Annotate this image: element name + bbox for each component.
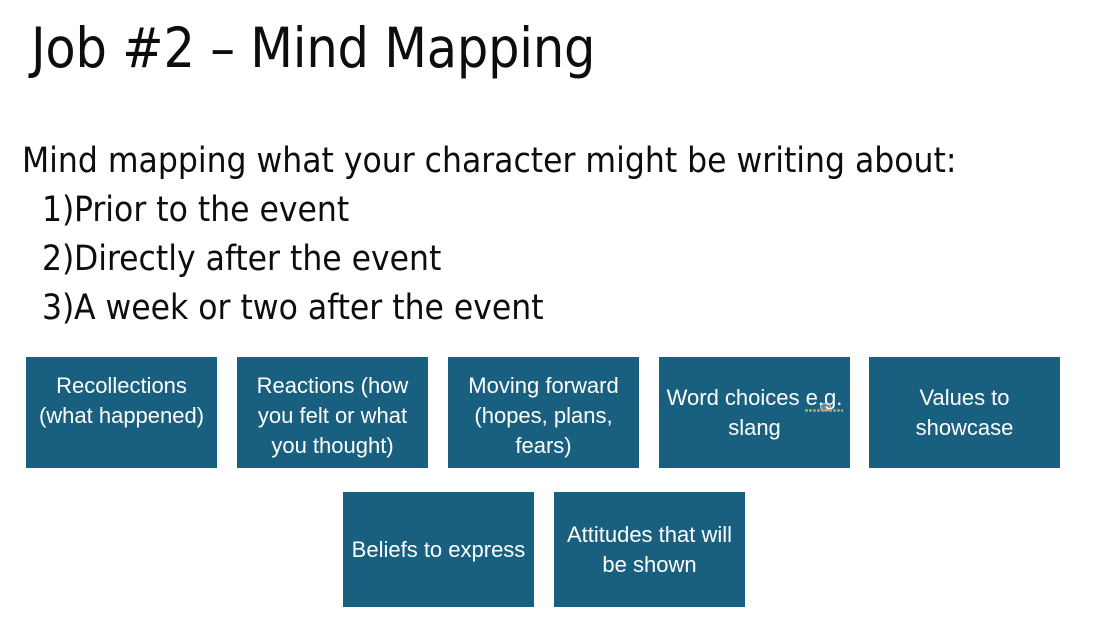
mindmap-box-label: Moving forward (hopes, plans, fears) [468, 373, 619, 458]
mindmap-box-label: Reactions (how you felt or what you thou… [256, 373, 409, 458]
mindmap-box-label: Values to showcase [915, 384, 1014, 440]
list-item: 3) A week or two after the event [22, 284, 1092, 333]
mindmap-box-reactions[interactable]: Reactions (how you felt or what you thou… [237, 357, 428, 468]
list-item: 2) Directly after the event [22, 235, 1092, 284]
word-choices-text-after: slang [728, 414, 781, 440]
smarttag-eg[interactable]: e.g. [804, 383, 844, 413]
list-marker: 3) [42, 288, 75, 328]
mindmap-box-attitudes[interactable]: Attitudes that will be shown [554, 492, 745, 607]
mindmap-box-word-choices[interactable]: Word choices e.g. slang [659, 357, 850, 468]
body-lead-line: Mind mapping what your character might b… [22, 141, 957, 181]
mindmap-box-label: Attitudes that will be shown [566, 521, 733, 577]
mindmap-box-beliefs[interactable]: Beliefs to express [343, 492, 534, 607]
list-item-label: A week or two after the event [74, 288, 544, 328]
list-item-label: Directly after the event [74, 239, 442, 279]
numbered-list: 1) Prior to the event 2) Directly after … [22, 186, 1092, 333]
body-text-block: Mind mapping what your character might b… [22, 136, 1092, 333]
mindmap-box-moving-forward[interactable]: Moving forward (hopes, plans, fears) [448, 357, 639, 468]
mindmap-box-values[interactable]: Values to showcase [869, 357, 1060, 468]
page-title: Job #2 – Mind Mapping [31, 16, 596, 80]
list-marker: 1) [42, 190, 75, 230]
list-item: 1) Prior to the event [22, 186, 1092, 235]
mindmap-box-label: Word choices e.g. slang [665, 383, 844, 443]
list-marker: 2) [42, 239, 75, 279]
mindmap-box-label: Recollections (what happened) [38, 373, 205, 428]
word-choices-text-before: Word choices [666, 384, 806, 410]
list-item-label: Prior to the event [74, 190, 350, 230]
mindmap-box-label: Beliefs to express [351, 536, 526, 562]
mindmap-box-recollections[interactable]: Recollections (what happened) [26, 357, 217, 468]
